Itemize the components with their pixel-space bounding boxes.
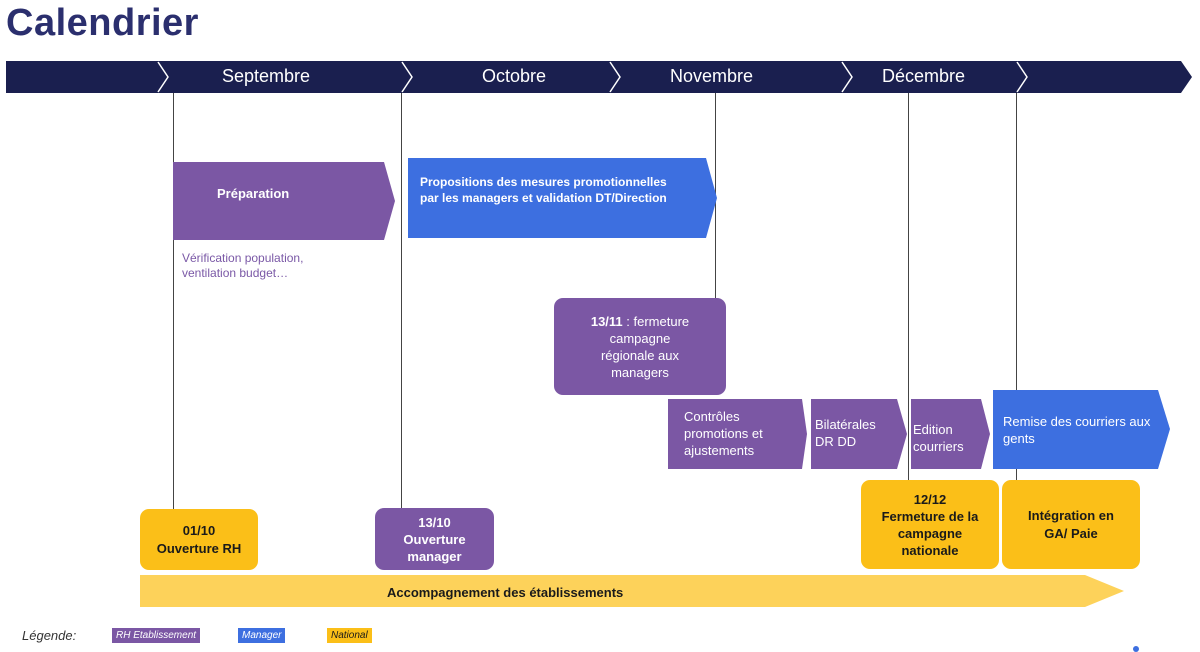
guide-line-1212 <box>908 93 909 480</box>
decorative-dot <box>1133 646 1139 652</box>
legend-item-national: National <box>327 628 372 643</box>
propositions-label: Propositions des mesures promotionnelles… <box>420 175 667 205</box>
month-septembre: Septembre <box>222 66 311 86</box>
ouverture-rh-box: 01/10 Ouverture RH <box>140 509 258 570</box>
legend-title: Légende: <box>22 628 77 643</box>
legend-item-manager: Manager <box>238 628 286 643</box>
propositions-arrow <box>408 158 717 238</box>
guide-line-integration <box>1016 93 1017 481</box>
remise-arrow <box>993 390 1170 469</box>
chevron-separator-3 <box>609 61 621 93</box>
timeline-banner <box>6 61 1192 93</box>
legend-item-rh-etablissement: RH Etablissement <box>112 628 201 643</box>
month-decembre: Décembre <box>882 66 966 86</box>
month-novembre: Novembre <box>670 66 754 86</box>
ouverture-manager-box: 13/10 Ouverture manager <box>375 508 494 570</box>
controles-arrow <box>668 399 807 469</box>
preparation-note: Vérification population, ventilation bud… <box>182 251 304 280</box>
page-title: Calendrier <box>6 2 199 44</box>
fermeture-regionale-box: 13/11 : fermeture campagne régionale aux… <box>554 298 726 395</box>
edition-label: Edition courriers <box>913 422 964 454</box>
preparation-label: Préparation <box>217 186 290 201</box>
guide-line-1310 <box>401 93 402 509</box>
remise-label: Remise des courriers aux gents <box>1003 414 1151 446</box>
accompagnement-label: Accompagnement des établissements <box>387 585 624 600</box>
chevron-separator-2 <box>401 61 413 93</box>
bilaterales-arrow <box>811 399 907 469</box>
preparation-arrow <box>173 162 395 240</box>
fermeture-nationale-box: 12/12 Fermeture de la campagne nationale <box>861 480 999 569</box>
bilaterales-label: Bilatérales DR DD <box>815 417 876 449</box>
integration-box: Intégration en GA/ Paie <box>1002 480 1140 569</box>
guide-line-0110 <box>173 93 174 509</box>
controles-label: Contrôles promotions et ajustements <box>684 409 763 458</box>
chevron-separator-4 <box>841 61 853 93</box>
accompagnement-arrow <box>140 575 1124 607</box>
chevron-separator-1 <box>157 61 169 93</box>
month-octobre: Octobre <box>482 66 547 86</box>
chevron-separator-5 <box>1016 61 1028 93</box>
edition-arrow <box>911 399 990 469</box>
